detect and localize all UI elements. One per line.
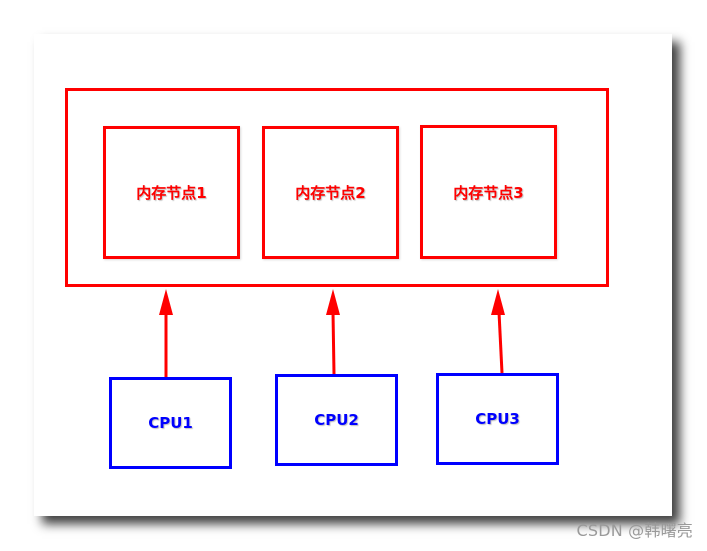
- cpu-node-3: CPU3: [436, 373, 559, 465]
- cpu-node-2: CPU2: [275, 374, 398, 466]
- memory-node-2-label: 内存节点2: [295, 184, 366, 202]
- memory-node-2: 内存节点2: [262, 126, 399, 259]
- memory-node-3: 内存节点3: [420, 125, 557, 259]
- memory-node-1-label: 内存节点1: [136, 184, 207, 202]
- memory-node-1: 内存节点1: [103, 126, 240, 259]
- memory-group-container: [65, 88, 609, 287]
- cpu-node-2-label: CPU2: [314, 411, 359, 429]
- watermark-text: CSDN @韩曙亮: [576, 521, 693, 540]
- diagram-canvas: [34, 34, 672, 516]
- cpu-node-1-label: CPU1: [148, 414, 193, 432]
- cpu-node-3-label: CPU3: [475, 410, 520, 428]
- memory-node-3-label: 内存节点3: [453, 183, 524, 202]
- cpu-node-1: CPU1: [109, 377, 232, 469]
